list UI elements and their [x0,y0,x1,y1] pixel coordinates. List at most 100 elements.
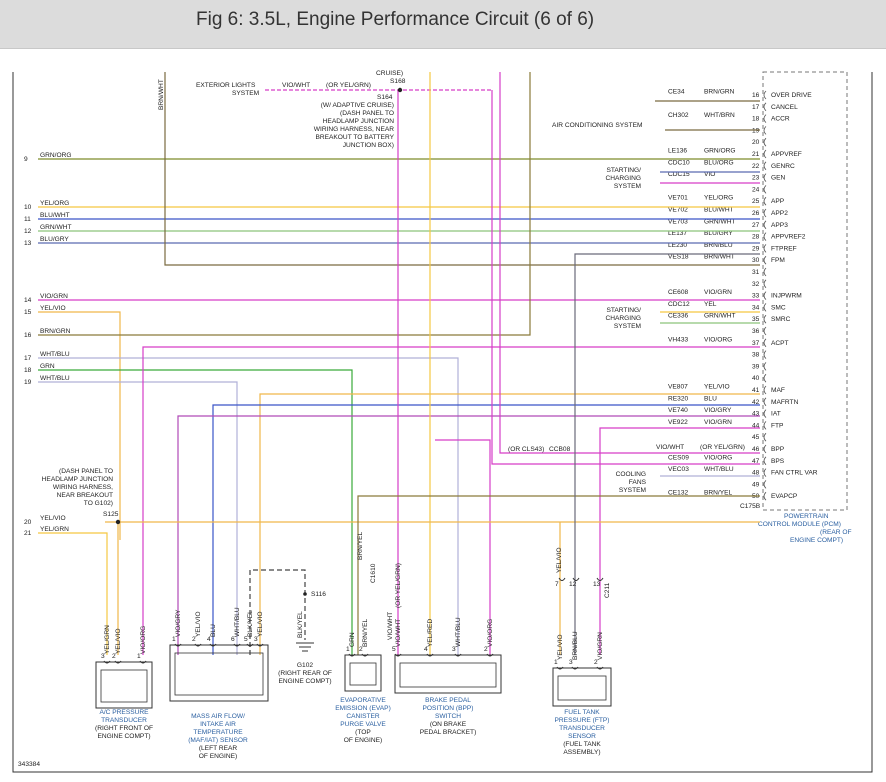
maf_sensor-pin-socket [174,643,182,647]
g102-line: G102 [297,662,313,669]
label-s116: S116 [311,591,326,598]
label-ccb08: CCB08 [549,446,571,453]
evap_valve-wire-color: BRN/YEL [362,618,369,647]
label-or-cls43: (OR CLS43) [508,446,544,453]
pcm-pin-bracket [763,314,767,324]
label-or-yel-grn-46: (OR YEL/GRN) [700,444,745,451]
pcm-wire-color: BRN/GRN [704,89,735,96]
pcm-pin-number: 37 [752,340,760,347]
pcm-wire-color: VIO/GRN [704,419,732,426]
pcm-pin-number: 24 [752,186,760,193]
pcm-pin-number: 22 [752,163,760,170]
wire-15 [38,311,121,540]
bpp-or-label: (OR YEL/GRN) [395,563,402,608]
left-wire-number: 17 [24,355,32,362]
pcm-connector-id: C175B [740,503,761,510]
figure-header: Fig 6: 3.5L, Engine Performance Circuit … [0,0,886,49]
pcm-pin-function: APP3 [771,222,788,229]
pcm-connector-box [762,71,848,511]
pcm-pin-bracket [763,432,767,442]
left-wire-color: WHT/BLU [40,351,70,358]
left-wire-color: BRN/GRN [40,328,71,335]
g102-line: (RIGHT REAR OF [278,670,332,677]
pcm-pin-bracket [763,220,767,230]
pcm-pin-function: FTP [771,422,784,429]
label-s164: S164 [377,94,393,101]
ftp_sensor-element [557,675,607,701]
pcm-pin-bracket [763,279,767,289]
wire-g102 [249,569,306,655]
maf_sensor-wire-color: YEL/VIO [195,611,202,637]
left-wire-color: YEL/GRN [40,526,69,533]
maf_sensor-pin: 2 [192,636,196,643]
pcm-pin-number: 42 [752,399,760,406]
pcm-pin-bracket [763,267,767,277]
g102-line: ENGINE COMPT) [278,678,331,685]
ac_transducer-body [95,661,153,709]
maf_sensor-body [169,644,269,702]
pcm-wire-color: VIO [704,171,715,178]
pcm-pin-bracket [763,468,767,477]
pcm-pin-number: 47 [752,458,760,465]
starting-charging-line: STARTING/ [606,307,641,314]
pcm-pin-function: MAFRTN [771,399,799,406]
label-vio-wht: VIO/WHT [282,82,310,89]
s125-note-line: HEADLAMP JUNCTION [42,476,114,483]
evap_valve-location: OF ENGINE) [344,737,382,744]
pcm-wire-color: BLU/WHT [704,207,734,214]
pcm-pin-bracket [763,244,767,253]
left-wire-number: 9 [24,156,28,163]
left-wire-number: 15 [24,309,32,316]
pcm-pin-bracket [763,491,767,501]
wire-pin47 [491,90,760,465]
cooling-fans-line: SYSTEM [619,487,646,494]
pcm-pin-number: 16 [752,92,760,99]
maf_sensor-pin-socket [233,643,241,647]
ac_transducer-location: (RIGHT FRONT OF [95,725,153,732]
pcm-circuit-id: RE320 [668,395,688,402]
pcm-pin-number: 23 [752,175,760,182]
evap_valve-name: EMISSION (EVAP) [335,705,391,712]
left-wire-number: 13 [24,240,32,247]
pcm-pin-number: 30 [752,257,760,264]
ac_transducer-name: A/C PRESSURE [99,709,149,716]
pcm-circuit-id: LE136 [668,148,687,155]
pcm-pin-number: 33 [752,293,760,300]
pcm-pin-number: 40 [752,375,760,382]
pcm-wire-color: YEL [704,301,717,308]
pcm-circuit-id: LE230 [668,242,687,249]
bpp_switch-wire-color: VIO/ORG [487,619,494,647]
pcm-pin-function: BPP [771,446,785,453]
left-wire-color: BLU/GRY [40,236,69,243]
left-wire-color: GRN/ORG [40,152,72,159]
pcm-pin-function: FPM [771,257,785,264]
pcm-pin-bracket [763,173,767,182]
left-wire-color: BLU/WHT [40,212,70,219]
left-wire-number: 19 [24,379,32,386]
pcm-wire-color: VIO/ORG [704,454,732,461]
pcm-pin-bracket [763,444,767,454]
pcm-wire-color: YEL/VIO [704,384,730,391]
pcm-pin-bracket [763,102,767,112]
pcm-wire-color: BLU/ORG [704,159,734,166]
ground-symbol [296,642,314,652]
pcm-pin-bracket [763,208,767,218]
wire-pin50 [357,495,760,655]
maf_sensor-pin: 6 [231,636,235,643]
pcm-circuit-id: CDC15 [668,171,690,178]
adaptive-note-line: HEADLAMP JUNCTION [323,118,395,125]
pcm-pin-bracket [763,255,767,265]
splice-s168 [397,87,403,93]
ftp_sensor-pin: 3 [569,659,573,666]
pcm-pin-function: BPS [771,458,785,465]
pcm-pin-function: MAF [771,387,785,394]
maf_sensor-pin-socket [256,643,264,647]
bpp_switch-location: (ON BRAKE [430,721,467,728]
label-brn-wht-top: BRN/WHT [158,79,165,110]
maf_sensor-wire-color: WHT/BLU [234,607,241,637]
bpp_switch-wire-color: YEL/RED [427,619,434,647]
wire-pin42 [212,404,760,655]
